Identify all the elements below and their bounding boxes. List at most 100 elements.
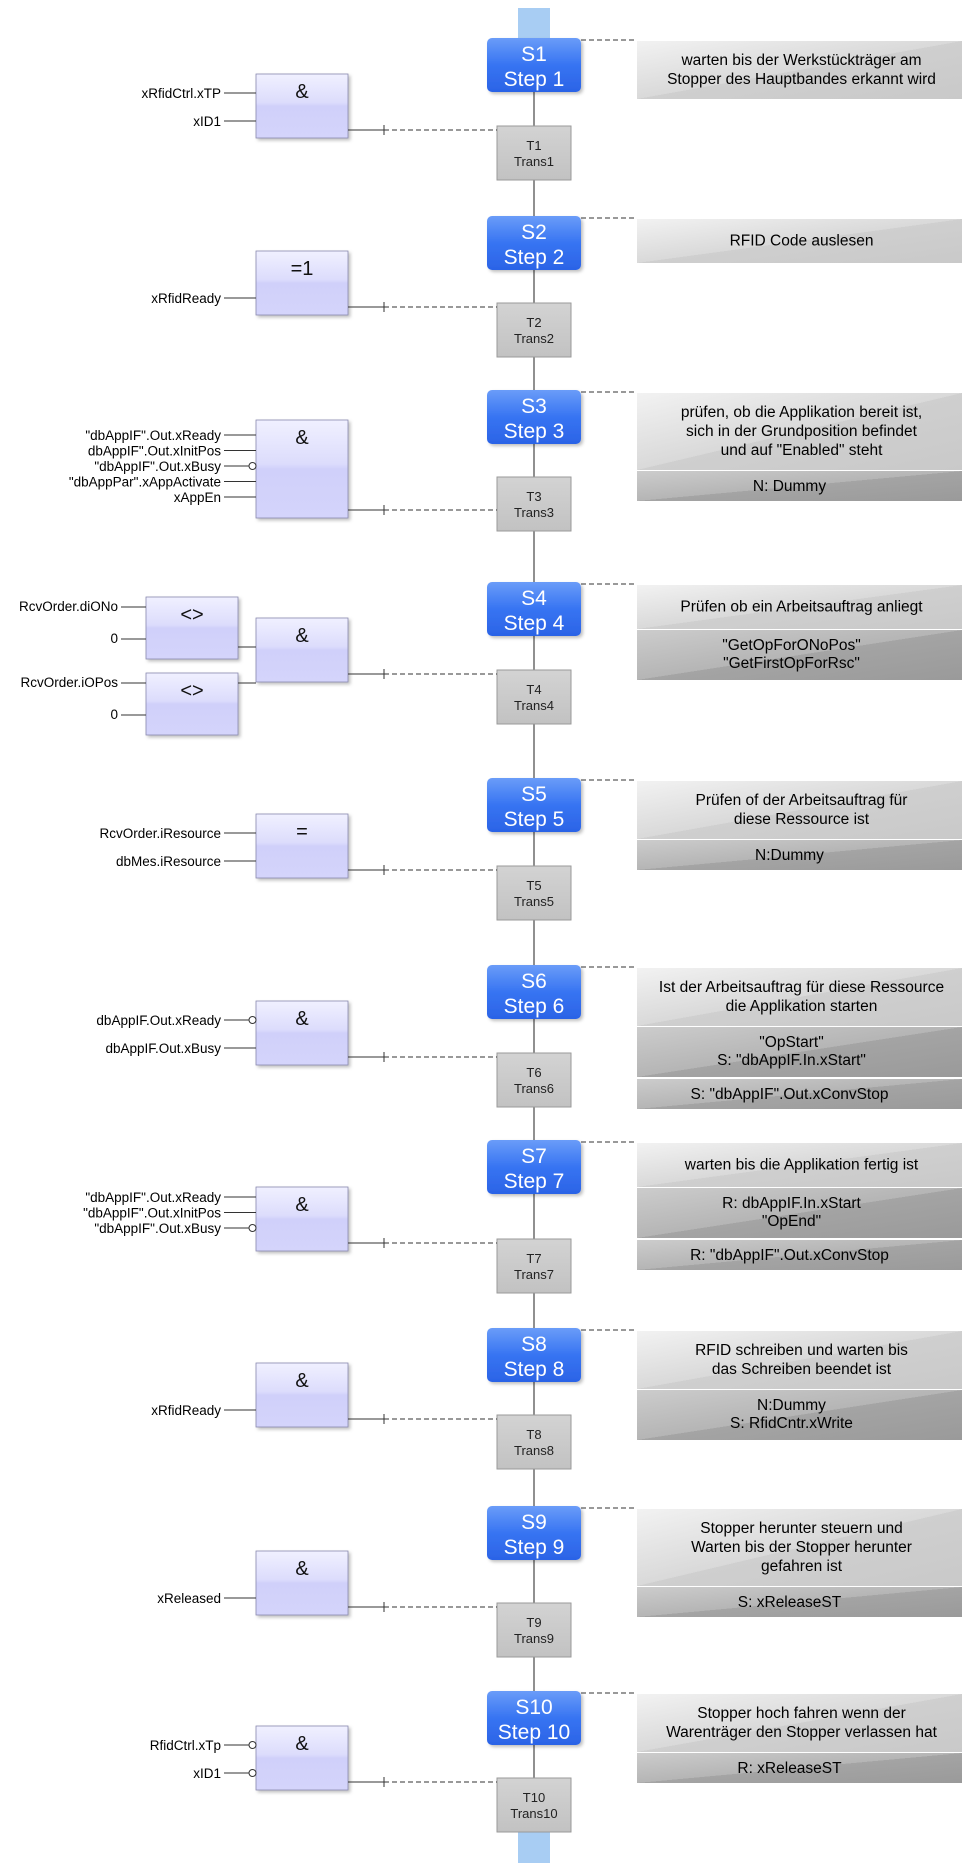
input-label: xRfidCtrl.xTP	[141, 86, 221, 101]
transition-box-t6	[496, 1052, 572, 1108]
step-box-s9	[487, 1506, 581, 1560]
comment-line: Ist der Arbeitsauftrag für diese Ressour…	[659, 979, 944, 996]
input-label: 0	[110, 707, 118, 722]
transition-box-t8	[496, 1414, 572, 1470]
logic-gate	[255, 419, 349, 519]
action-box	[637, 1188, 962, 1238]
action-line: S: xReleaseST	[738, 1594, 842, 1611]
input-label: "dbAppIF".Out.xBusy	[94, 1221, 221, 1236]
step-name: Step 9	[504, 1536, 565, 1559]
input-label: xReleased	[157, 1591, 221, 1606]
comment-box	[637, 41, 962, 99]
gate-operator: &	[295, 625, 309, 647]
transition-box-t1	[496, 125, 572, 181]
step-number: S6	[521, 970, 547, 993]
action-box	[637, 1753, 962, 1783]
action-line: R: xReleaseST	[737, 1760, 842, 1777]
step-number: S7	[521, 1145, 547, 1168]
action-line: "GetOpForONoPos"	[722, 637, 861, 654]
final-connector	[518, 1830, 550, 1863]
action-box	[637, 840, 962, 870]
comment-box	[637, 1331, 962, 1389]
gate-operator: &	[295, 1733, 309, 1755]
step-box-s6	[487, 965, 581, 1019]
transition-box-t7	[496, 1238, 572, 1294]
input-label: "dbAppPar".xAppActivate	[69, 475, 221, 490]
input-label: xRfidReady	[151, 1403, 221, 1418]
step-number: S2	[521, 221, 547, 244]
comment-line: warten bis der Werkstückträger am	[680, 52, 921, 69]
comment-line: RFID Code auslesen	[730, 233, 874, 250]
comment-box	[637, 1509, 962, 1586]
comment-line: RFID schreiben und warten bis	[695, 1342, 908, 1359]
action-box	[637, 1587, 962, 1617]
comment-line: und auf "Enabled" steht	[721, 442, 884, 459]
action-line: "OpStart"	[759, 1034, 823, 1051]
input-label: dbAppIF".Out.xInitPos	[88, 444, 221, 459]
step-name: Step 1	[504, 68, 565, 91]
transition-id: T6	[526, 1065, 541, 1080]
negation-circle	[248, 462, 257, 470]
transition-box-t4	[496, 669, 572, 725]
step-number: S9	[521, 1511, 547, 1534]
logic-gate	[255, 1550, 349, 1616]
step-name: Step 2	[504, 246, 565, 269]
logic-gate	[255, 1725, 349, 1791]
comment-line: Stopper herunter steuern und	[700, 1520, 903, 1537]
transition-name: Trans6	[514, 1081, 554, 1096]
logic-gate	[255, 813, 349, 879]
action-line: S: RfidCntr.xWrite	[730, 1415, 853, 1432]
transition-name: Trans8	[514, 1443, 554, 1458]
transition-name: Trans7	[514, 1267, 554, 1282]
input-label: "dbAppIF".Out.xBusy	[94, 459, 221, 474]
input-label: 0	[110, 631, 118, 646]
step-name: Step 5	[504, 808, 565, 831]
step-name: Step 10	[498, 1721, 570, 1744]
comment-line: Stopper des Hauptbandes erkannt wird	[667, 71, 936, 88]
logic-gate	[255, 250, 349, 316]
action-line: N: Dummy	[753, 478, 826, 495]
action-line: S: "dbAppIF.In.xStart"	[717, 1052, 866, 1069]
input-label: "dbAppIF".Out.xInitPos	[83, 1206, 221, 1221]
input-label: xRfidReady	[151, 291, 221, 306]
transition-name: Trans10	[510, 1806, 557, 1821]
action-box	[637, 630, 962, 680]
step-number: S4	[521, 587, 547, 610]
comment-line: warten bis die Applikation fertig ist	[684, 1157, 919, 1174]
step-box-s4	[487, 582, 581, 636]
comment-box	[637, 1143, 962, 1187]
transition-box-t3	[496, 476, 572, 532]
transition-name: Trans9	[514, 1631, 554, 1646]
comment-line: Prüfen ob ein Arbeitsauftrag anliegt	[680, 599, 923, 616]
transition-box-t9	[496, 1602, 572, 1658]
transition-name: Trans3	[514, 505, 554, 520]
action-box	[637, 471, 962, 501]
transition-name: Trans2	[514, 331, 554, 346]
action-line: N:Dummy	[757, 1397, 826, 1414]
comment-box	[637, 968, 962, 1026]
gate-operator: &	[295, 1194, 309, 1216]
comment-line: Stopper hoch fahren wenn der	[697, 1705, 906, 1722]
transition-id: T4	[526, 682, 541, 697]
input-label: dbAppIF.Out.xReady	[96, 1013, 221, 1028]
input-label: xID1	[193, 114, 221, 129]
step-box-s5	[487, 778, 581, 832]
action-line: R: dbAppIF.In.xStart	[722, 1195, 861, 1212]
negation-circle	[248, 1016, 257, 1024]
step-number: S5	[521, 783, 547, 806]
input-label: "dbAppIF".Out.xReady	[85, 428, 221, 443]
comment-line: sich in der Grundposition befindet	[686, 423, 918, 440]
comment-box	[637, 1694, 962, 1752]
action-line: R: "dbAppIF".Out.xConvStop	[690, 1247, 889, 1264]
logic-gate	[255, 1362, 349, 1428]
transition-id: T5	[526, 878, 541, 893]
gate-operator: &	[295, 1370, 309, 1392]
comment-line: Warenträger den Stopper verlassen hat	[666, 1724, 938, 1741]
comment-line: das Schreiben beendet ist	[712, 1361, 892, 1378]
